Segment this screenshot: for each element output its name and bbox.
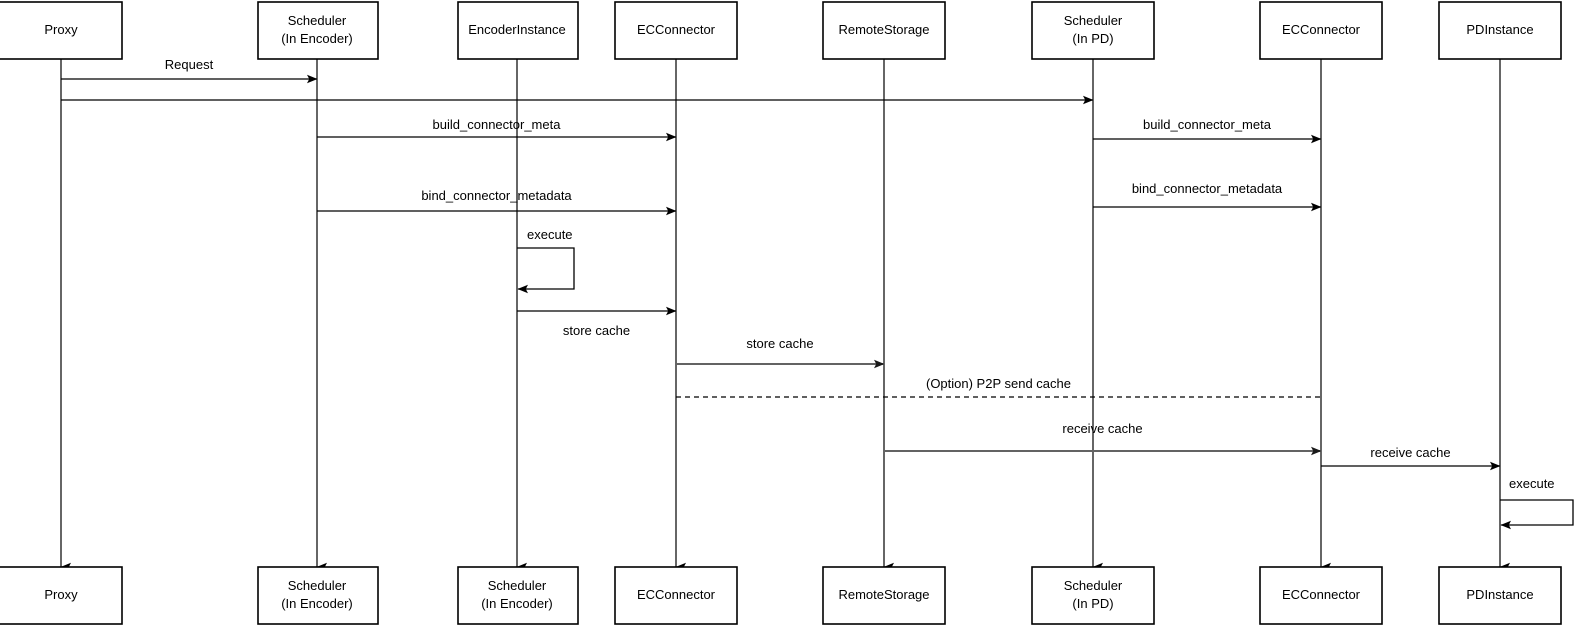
participant-label: RemoteStorage — [838, 22, 929, 37]
participant-rect — [257, 1, 379, 60]
participant-box-bottom-pd_inst[interactable]: PDInstance — [1438, 566, 1562, 625]
participant-rect — [1259, 566, 1383, 625]
message-m9[interactable]: (Option) P2P send cache — [676, 376, 1321, 398]
participant-rect — [457, 1, 579, 60]
message-m10[interactable]: receive cache — [884, 421, 1322, 456]
message-label: (Option) P2P send cache — [926, 376, 1071, 391]
participant-sublabel: (In PD) — [1072, 596, 1113, 611]
participant-rect — [257, 566, 379, 625]
message-label: bind_connector_metadata — [421, 188, 572, 203]
message-label: receive cache — [1370, 445, 1450, 460]
participant-rect — [822, 566, 946, 625]
message-m11[interactable]: receive cache — [1321, 445, 1501, 471]
participant-box-top-sched_pd[interactable]: Scheduler (In PD) — [1031, 1, 1155, 60]
participant-rect — [1438, 1, 1562, 60]
message-label: receive cache — [1062, 421, 1142, 436]
messages-layer: Request build_connector_meta build_connect… — [61, 57, 1501, 471]
message-m3[interactable]: build_connector_meta — [317, 117, 677, 142]
participant-label: ECConnector — [637, 22, 716, 37]
participant-box-top-ec_conn_pd[interactable]: ECConnector — [1259, 1, 1383, 60]
participant-label: ECConnector — [1282, 587, 1361, 602]
participant-sublabel: (In Encoder) — [281, 31, 353, 46]
message-m4[interactable]: build_connector_meta — [1093, 117, 1322, 144]
message-label: store cache — [563, 323, 630, 338]
participant-rect — [1259, 1, 1383, 60]
lifelines-layer — [60, 59, 1510, 572]
participant-box-bottom-ec_conn_enc[interactable]: ECConnector — [614, 566, 738, 625]
participant-sublabel: (In Encoder) — [481, 596, 553, 611]
message-label: build_connector_meta — [1143, 117, 1272, 132]
bottom-participant-boxes: Proxy Scheduler (In Encoder) Scheduler (In E… — [0, 566, 1562, 625]
participant-rect — [822, 1, 946, 60]
participant-rect — [0, 1, 123, 60]
message-m5[interactable]: bind_connector_metadata — [317, 188, 677, 216]
participant-box-top-sched_enc[interactable]: Scheduler (In Encoder) — [257, 1, 379, 60]
participant-rect — [1031, 566, 1155, 625]
participant-box-top-proxy[interactable]: Proxy — [0, 1, 123, 60]
participant-label: Scheduler — [288, 13, 347, 28]
participant-label: PDInstance — [1466, 587, 1533, 602]
message-m7[interactable]: store cache — [517, 306, 677, 338]
participant-rect — [0, 566, 123, 625]
message-label: Request — [165, 57, 214, 72]
participant-box-bottom-encoder_inst[interactable]: Scheduler (In Encoder) — [457, 566, 579, 625]
self-message-s1[interactable]: execute — [517, 227, 575, 294]
participant-box-top-encoder_inst[interactable]: EncoderInstance — [457, 1, 579, 60]
participant-rect — [1438, 566, 1562, 625]
participant-box-top-pd_inst[interactable]: PDInstance — [1438, 1, 1562, 60]
participant-box-bottom-remote_store[interactable]: RemoteStorage — [822, 566, 946, 625]
participant-label: Proxy — [44, 22, 78, 37]
message-m6[interactable]: bind_connector_metadata — [1093, 181, 1322, 212]
participant-rect — [614, 566, 738, 625]
participant-label: EncoderInstance — [468, 22, 566, 37]
participant-box-bottom-sched_enc[interactable]: Scheduler (In Encoder) — [257, 566, 379, 625]
message-label: bind_connector_metadata — [1132, 181, 1283, 196]
message-label: build_connector_meta — [433, 117, 562, 132]
participant-box-bottom-sched_pd[interactable]: Scheduler (In PD) — [1031, 566, 1155, 625]
message-m1[interactable]: Request — [61, 57, 318, 84]
participant-sublabel: (In Encoder) — [281, 596, 353, 611]
participant-rect — [457, 566, 579, 625]
participant-rect — [614, 1, 738, 60]
participant-box-top-remote_store[interactable]: RemoteStorage — [822, 1, 946, 60]
participant-label: Scheduler — [288, 578, 347, 593]
participant-label: Scheduler — [1064, 13, 1123, 28]
participant-box-bottom-proxy[interactable]: Proxy — [0, 566, 123, 625]
message-label: store cache — [746, 336, 813, 351]
message-m8[interactable]: store cache — [676, 336, 885, 369]
participant-sublabel: (In PD) — [1072, 31, 1113, 46]
participant-rect — [1031, 1, 1155, 60]
participant-label: Proxy — [44, 587, 78, 602]
participant-box-top-ec_conn_enc[interactable]: ECConnector — [614, 1, 738, 60]
self-messages-layer: execute execute — [517, 227, 1574, 530]
participant-label: PDInstance — [1466, 22, 1533, 37]
self-message-path — [517, 247, 575, 294]
participant-label: RemoteStorage — [838, 587, 929, 602]
participant-label: Scheduler — [488, 578, 547, 593]
participant-box-bottom-ec_conn_pd[interactable]: ECConnector — [1259, 566, 1383, 625]
self-message-label: execute — [1509, 476, 1555, 491]
self-message-path — [1500, 499, 1574, 530]
top-participant-boxes: Proxy Scheduler (In Encoder) EncoderInstanc… — [0, 1, 1562, 60]
participant-label: ECConnector — [1282, 22, 1361, 37]
self-message-s2[interactable]: execute — [1500, 476, 1574, 530]
participant-label: ECConnector — [637, 587, 716, 602]
participant-label: Scheduler — [1064, 578, 1123, 593]
self-message-label: execute — [527, 227, 573, 242]
